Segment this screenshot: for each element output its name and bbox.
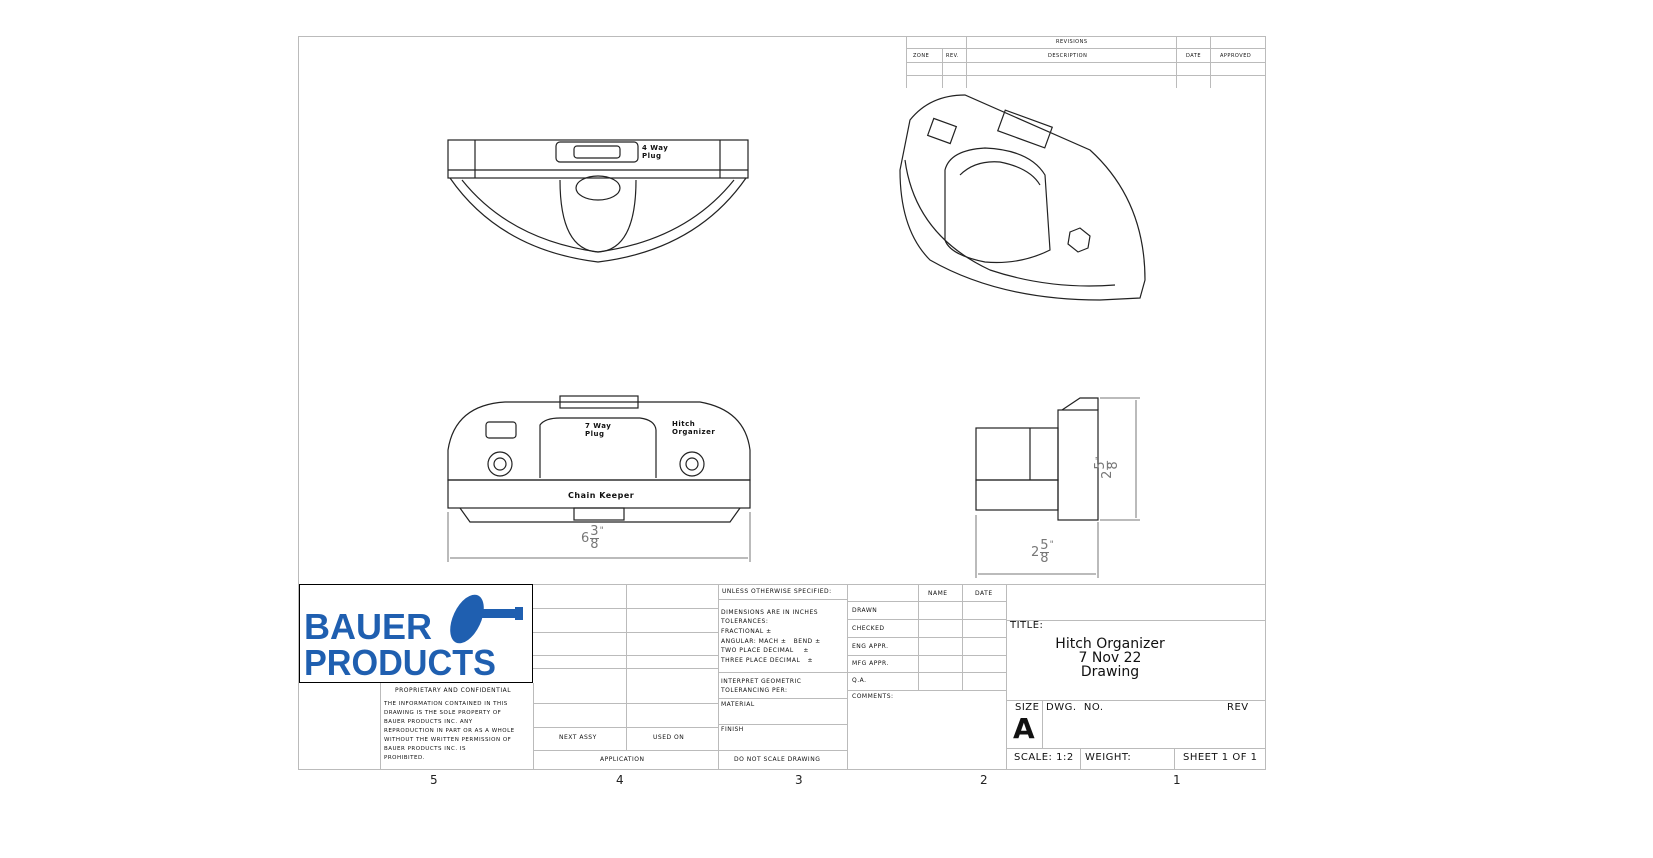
tolerance-line: DIMENSIONS ARE IN INCHES: [721, 609, 819, 616]
dim-unit: ": [599, 526, 604, 536]
dim-unit: ": [1094, 456, 1105, 461]
description-header: DESCRIPTION: [1048, 53, 1088, 59]
application-label: APPLICATION: [600, 756, 645, 763]
title-line: 7 Nov 22: [1078, 650, 1142, 666]
qa-label: Q.A.: [852, 677, 867, 684]
dwg-no-label: DWG. NO.: [1046, 702, 1104, 713]
rev-label: REV: [1227, 702, 1249, 713]
drawn-label: DRAWN: [852, 607, 878, 614]
dim-whole: 2: [1099, 470, 1115, 479]
dim-whole: 6: [581, 531, 590, 546]
size-value: A: [1013, 712, 1036, 745]
dim-num: 5: [1040, 538, 1049, 553]
proprietary-line: DRAWING IS THE SOLE PROPERTY OF: [384, 710, 502, 716]
proprietary-line: PROHIBITED.: [384, 755, 425, 761]
scale-label: SCALE: 1:2: [1014, 752, 1074, 763]
tolerance-line: TWO PLACE DECIMAL ±: [721, 647, 809, 654]
logo-text-bauer: BAUER: [304, 606, 433, 647]
zone-label: 3: [795, 773, 803, 787]
title-label: TITLE:: [1010, 620, 1044, 631]
name-header: NAME: [928, 590, 948, 597]
dimension-lines: [447, 397, 1140, 578]
top-view: [447, 139, 749, 263]
bauer-products-logo: BAUER PRODUCTS: [299, 584, 533, 683]
logo-text-products: PRODUCTS: [304, 642, 496, 683]
interpret-line: INTERPRET GEOMETRIC: [721, 678, 802, 685]
zone-label: 4: [616, 773, 624, 787]
side-view: [975, 397, 1099, 521]
mfg-appr-label: MFG APPR.: [852, 660, 889, 667]
proprietary-notice: PROPRIETARY AND CONFIDENTIAL THE INFORMA…: [380, 683, 533, 769]
zone-label: 2: [980, 773, 988, 787]
front-view: [447, 395, 751, 523]
proprietary-line: REPRODUCTION IN PART OR AS A WHOLE: [384, 728, 515, 734]
proprietary-heading: PROPRIETARY AND CONFIDENTIAL: [395, 687, 512, 694]
proprietary-line: BAUER PRODUCTS INC. IS: [384, 746, 466, 752]
dim-den: 8: [590, 537, 599, 552]
sheet-label: SHEET 1 OF 1: [1183, 752, 1258, 763]
zone-label: 1: [1173, 773, 1181, 787]
label-7-way-plug: 7 Way Plug: [585, 422, 612, 438]
weight-label: WEIGHT:: [1085, 752, 1132, 763]
dim-den: 8: [1040, 551, 1049, 566]
tolerance-line: THREE PLACE DECIMAL ±: [721, 657, 814, 664]
used-on-label: USED ON: [653, 734, 685, 741]
checked-label: CHECKED: [852, 625, 885, 632]
rev-header: REV.: [946, 53, 959, 59]
date-header: DATE: [975, 590, 993, 597]
size-label: SIZE: [1015, 702, 1040, 713]
label-hitch-organizer: Hitch Organizer: [672, 420, 716, 436]
key-icon: [450, 594, 523, 644]
dim-unit: ": [1049, 540, 1054, 550]
proprietary-line: BAUER PRODUCTS INC. ANY: [384, 719, 473, 725]
drawing-title: Hitch Organizer 7 Nov 22 Drawing: [1010, 637, 1210, 679]
dim-num: 3: [590, 524, 599, 539]
comments-label: COMMENTS:: [852, 693, 894, 700]
material-label: MATERIAL: [721, 701, 755, 708]
revisions-title: REVISIONS: [1056, 39, 1088, 45]
next-assy-label: NEXT ASSY: [559, 734, 597, 741]
dim-whole: 2: [1031, 545, 1040, 560]
finish-label: FINISH: [721, 726, 744, 733]
date-header: DATE: [1186, 53, 1202, 59]
proprietary-line: THE INFORMATION CONTAINED IN THIS: [384, 701, 508, 707]
tolerance-line: ANGULAR: MACH ± BEND ±: [721, 638, 821, 645]
isometric-view: [899, 94, 1146, 301]
label-chain-keeper: Chain Keeper: [568, 491, 635, 500]
unless-specified-label: UNLESS OTHERWISE SPECIFIED:: [722, 588, 832, 595]
title-line: Hitch Organizer: [1055, 636, 1165, 652]
eng-appr-label: ENG APPR.: [852, 643, 889, 650]
tolerance-line: TOLERANCES:: [721, 618, 769, 625]
title-line: Drawing: [1080, 664, 1140, 680]
dim-den: 8: [1105, 461, 1121, 470]
do-not-scale-label: DO NOT SCALE DRAWING: [734, 756, 821, 763]
label-4-way-plug: 4 Way Plug: [642, 144, 669, 160]
drawing-sheet-border: [298, 36, 1266, 770]
tolerance-line: FRACTIONAL ±: [721, 628, 772, 635]
proprietary-line: WITHOUT THE WRITTEN PERMISSION OF: [384, 737, 512, 743]
interpret-line: TOLERANCING PER:: [721, 687, 788, 694]
zone-header: ZONE: [913, 53, 930, 59]
zone-label: 5: [430, 773, 438, 787]
approved-header: APPROVED: [1220, 53, 1252, 59]
